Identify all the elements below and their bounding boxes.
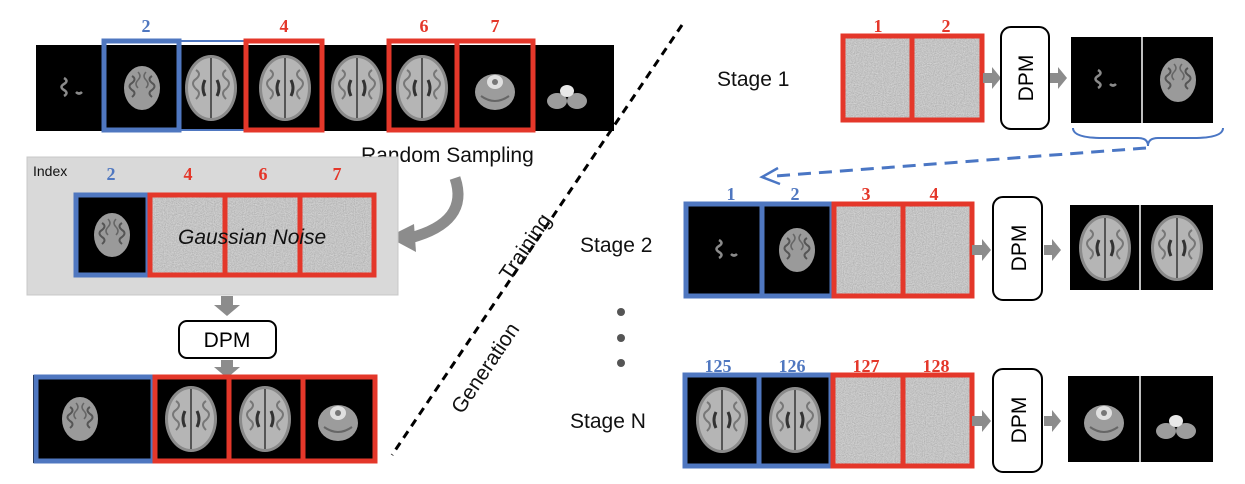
training-label: Training [495, 210, 556, 285]
stage1-dpm-box [1000, 26, 1050, 130]
generation-label: Generation [447, 319, 524, 418]
stageN-index-125: 125 [705, 356, 732, 376]
stage2-index-3: 3 [862, 184, 871, 204]
feedback-arrow-head [759, 166, 781, 186]
panel-index-4: 4 [184, 164, 193, 184]
diagonal-divider [390, 24, 684, 456]
curved-arrow [408, 176, 464, 244]
gaussian-noise-label: Gaussian Noise [178, 226, 326, 249]
dpm-label-left: DPM [204, 329, 251, 352]
stage2-label: Stage 2 [580, 234, 652, 257]
stage2-dpm-box [992, 196, 1043, 301]
ellipsis-dot-2 [617, 334, 625, 342]
stage1-dpm-label: DPM [1015, 55, 1038, 102]
top-index-4: 4 [280, 16, 289, 36]
panel-index-7: 7 [333, 164, 342, 184]
stageN-dpm-box [992, 368, 1043, 473]
down-arrow-1-head [214, 305, 240, 316]
frame-red-7 [454, 38, 536, 133]
down-arrow-1 [221, 296, 233, 306]
stage2-index-1: 1 [727, 184, 736, 204]
output-frame-red-3 [300, 374, 378, 464]
stageN-arrow-out [1044, 410, 1061, 432]
top-slice-strip [36, 45, 614, 131]
noise-block [150, 195, 374, 275]
stage1-index-1: 1 [874, 16, 883, 36]
stageN-arrow-in [972, 410, 991, 432]
stage2-index-4: 4 [930, 184, 939, 204]
noise-frame-7 [297, 192, 377, 278]
panel-index-6: 6 [259, 164, 268, 184]
stage1-frame-2 [909, 33, 985, 123]
down-arrow-2-head [214, 367, 240, 378]
top-index-6: 6 [420, 16, 429, 36]
stageN-label: Stage N [570, 410, 646, 433]
stage1-index-2: 2 [942, 16, 951, 36]
stageN-index-128: 128 [923, 356, 950, 376]
stageN-dpm-label: DPM [1008, 397, 1031, 444]
down-arrow-2 [221, 360, 233, 368]
stage1-brace [1072, 127, 1224, 147]
stage1-arrow-out [1050, 67, 1067, 89]
stage2-arrow-out [1044, 239, 1061, 261]
stageN-index-127: 127 [853, 356, 880, 376]
ellipsis-dot-3 [617, 359, 625, 367]
dpm-box-left [178, 320, 277, 359]
frame-red-4 [243, 38, 325, 133]
stage1-label: Stage 1 [717, 68, 789, 91]
top-index-7: 7 [491, 16, 500, 36]
stage2-dpm-label: DPM [1008, 225, 1031, 272]
stageN-index-126: 126 [779, 356, 806, 376]
top-index-2: 2 [142, 16, 151, 36]
feedback-dashed-arrow [774, 146, 1147, 178]
ellipsis-dot-1 [617, 308, 625, 316]
curved-arrow-head [388, 224, 416, 252]
stage2-arrow-in [972, 239, 991, 261]
random-sampling-label: Random Sampling [361, 144, 534, 167]
stage1-arrow-in [983, 67, 1001, 89]
stage2-index-2: 2 [791, 184, 800, 204]
panel-index-2: 2 [107, 164, 116, 184]
index-label: Index [33, 163, 67, 179]
